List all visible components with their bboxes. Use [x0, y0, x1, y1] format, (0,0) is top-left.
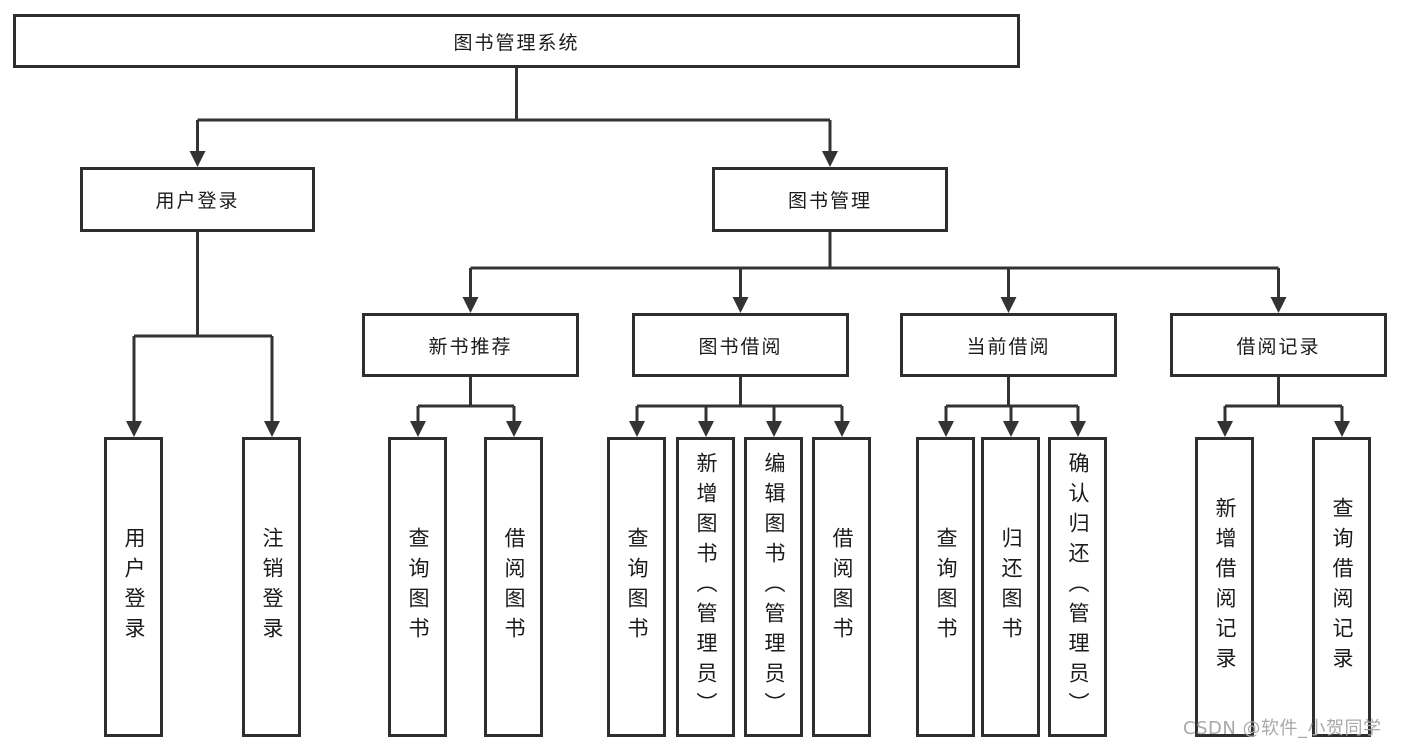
leaf-edit-books-admin-label: 编辑图书（管理员） — [762, 452, 786, 722]
node-borrow-records: 借阅记录 — [1170, 313, 1387, 377]
leaf-logout-login: 注销登录 — [242, 437, 301, 737]
node-current-borrowing: 当前借阅 — [900, 313, 1117, 377]
leaf-query-borrow-record-label: 查询借阅记录 — [1330, 497, 1354, 677]
leaf-query-books-current-label: 查询图书 — [934, 527, 958, 647]
leaf-query-books-current: 查询图书 — [916, 437, 975, 737]
leaf-confirm-return-admin: 确认归还（管理员） — [1048, 437, 1107, 737]
csdn-watermark: CSDN @软件_小贺同学 — [1183, 718, 1382, 739]
leaf-query-books-recommend-label: 查询图书 — [406, 527, 430, 647]
node-new-book-recommend: 新书推荐 — [362, 313, 579, 377]
leaf-add-borrow-record: 新增借阅记录 — [1195, 437, 1254, 737]
leaf-add-books-admin: 新增图书（管理员） — [676, 437, 735, 737]
node-book-borrowing: 图书借阅 — [632, 313, 849, 377]
node-book-management: 图书管理 — [712, 167, 948, 232]
leaf-query-books-borrowing-label: 查询图书 — [625, 527, 649, 647]
leaf-return-books: 归还图书 — [981, 437, 1040, 737]
leaf-borrow-books-borrowing-label: 借阅图书 — [830, 527, 854, 647]
leaf-logout-login-label: 注销登录 — [260, 527, 284, 647]
connector-root-split — [189, 68, 838, 167]
leaf-add-books-admin-label: 新增图书（管理员） — [694, 452, 718, 722]
leaf-confirm-return-admin-label: 确认归还（管理员） — [1066, 452, 1090, 722]
leaf-return-books-label: 归还图书 — [999, 527, 1023, 647]
leaf-borrow-books-recommend-label: 借阅图书 — [502, 527, 526, 647]
connector-borrow-record-split — [1217, 377, 1350, 437]
connector-user-login-split — [126, 232, 280, 437]
leaf-query-borrow-record: 查询借阅记录 — [1312, 437, 1371, 737]
leaf-query-books-borrowing: 查询图书 — [607, 437, 666, 737]
node-library-management-system: 图书管理系统 — [13, 14, 1020, 68]
leaf-user-login-label: 用户登录 — [122, 527, 146, 647]
leaf-query-books-recommend: 查询图书 — [388, 437, 447, 737]
connector-book-borrow-split — [629, 377, 850, 437]
connector-current-borrow-split — [938, 377, 1086, 437]
leaf-edit-books-admin: 编辑图书（管理员） — [744, 437, 803, 737]
leaf-user-login: 用户登录 — [104, 437, 163, 737]
leaf-add-borrow-record-label: 新增借阅记录 — [1213, 497, 1237, 677]
connector-new-book-split — [410, 377, 522, 437]
leaf-borrow-books-borrowing: 借阅图书 — [812, 437, 871, 737]
leaf-borrow-books-recommend: 借阅图书 — [484, 437, 543, 737]
connector-book-mgmt-split — [462, 232, 1287, 313]
node-user-login: 用户登录 — [80, 167, 315, 232]
